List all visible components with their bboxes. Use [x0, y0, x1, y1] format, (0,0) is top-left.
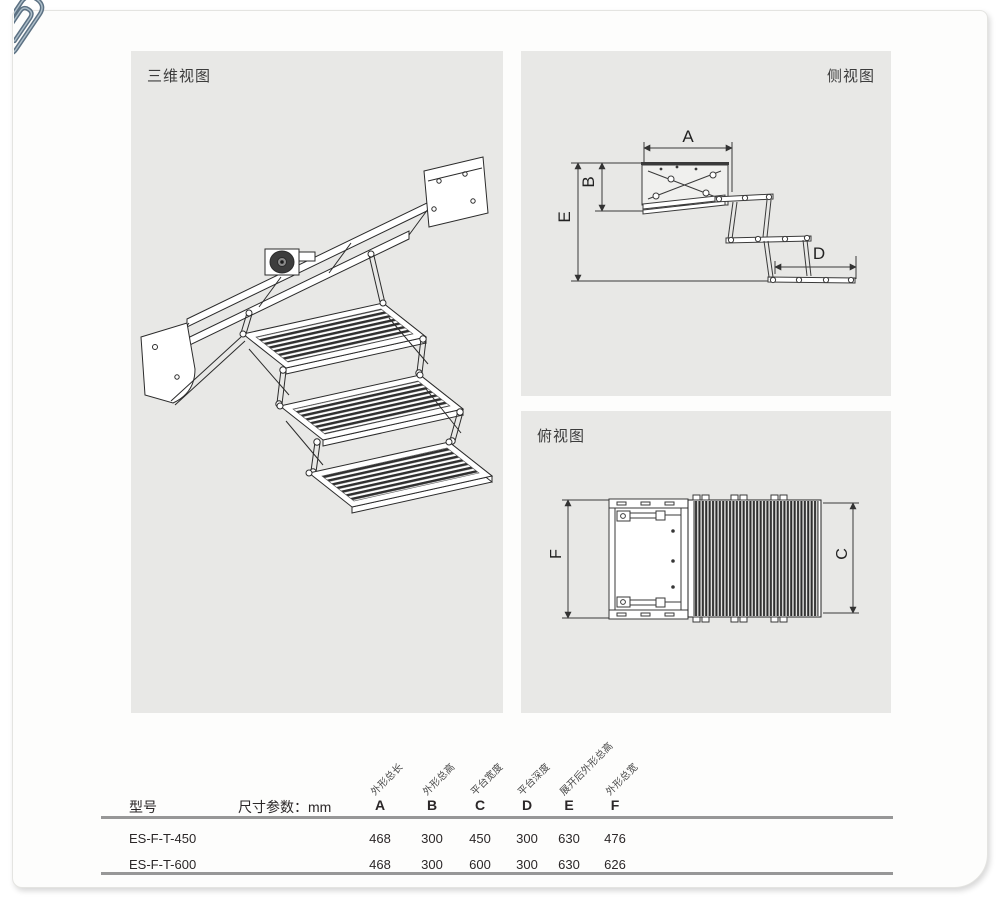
paper-sheet: 三维视图	[12, 10, 988, 888]
col-letter-a: A	[374, 797, 386, 813]
model-name: ES-F-T-600	[129, 857, 197, 872]
panel-side-view: 侧视图	[521, 51, 891, 396]
value-cell: 300	[516, 857, 538, 872]
folded-housing	[641, 162, 729, 215]
col-label-f: 外形总宽	[604, 761, 641, 798]
step-linkage	[714, 193, 856, 284]
dim-label-c: C	[834, 548, 851, 560]
step-frame	[608, 498, 689, 620]
col-label-b: 外形总高	[421, 761, 458, 798]
tread-bottom	[305, 438, 494, 514]
value-cell: 450	[469, 831, 491, 846]
tread-middle	[276, 371, 465, 447]
value-cell: 300	[421, 857, 443, 872]
mounting-frame	[140, 156, 489, 406]
panel-3d-view: 三维视图	[131, 51, 503, 713]
dim-label-f: F	[548, 549, 565, 559]
value-cell: 300	[516, 831, 538, 846]
value-cell: 476	[604, 831, 626, 846]
dim-label-e: E	[555, 211, 574, 222]
dim-label-b: B	[579, 176, 598, 187]
value-cell: 468	[369, 831, 391, 846]
col-letter-c: C	[474, 797, 486, 813]
side-view-drawing: A E B D	[555, 127, 857, 284]
col-label-a: 外形总长	[369, 761, 406, 798]
paperclip-icon	[14, 0, 45, 56]
value-cell: 626	[604, 857, 626, 872]
dim-label-a: A	[682, 127, 694, 146]
model-name: ES-F-T-450	[129, 831, 197, 846]
param-header: 尺寸参数：mm	[238, 799, 332, 815]
value-cell: 300	[421, 831, 443, 846]
col-letter-b: B	[426, 797, 438, 813]
col-label-c: 平台宽度	[469, 761, 506, 798]
panel-top-view: 俯视图	[521, 411, 891, 713]
model-header: 型号	[129, 799, 157, 815]
table-rule-top	[101, 816, 893, 819]
col-letter-e: E	[564, 797, 574, 813]
isometric-step-drawing	[140, 156, 494, 514]
panel-3d-title: 三维视图	[147, 68, 212, 85]
table-rule-bottom	[101, 872, 893, 875]
panel-side-title: 侧视图	[826, 68, 875, 85]
col-label-d: 平台深度	[516, 761, 553, 798]
value-cell: 468	[369, 857, 391, 872]
tread-top	[239, 299, 428, 375]
col-letter-f: F	[610, 797, 620, 813]
col-letter-d: D	[521, 797, 533, 813]
value-cell: 630	[558, 831, 580, 846]
tread-platform	[687, 494, 822, 623]
spec-table: 外形总长 外形总高 平台宽度 平台深度 展开后外形总高 外形总宽 型号 尺寸参数…	[101, 731, 897, 883]
value-cell: 600	[469, 857, 491, 872]
panel-top-title: 俯视图	[537, 428, 586, 445]
top-view-drawing: F C	[548, 494, 859, 623]
value-cell: 630	[558, 857, 580, 872]
dim-label-d: D	[813, 244, 825, 263]
